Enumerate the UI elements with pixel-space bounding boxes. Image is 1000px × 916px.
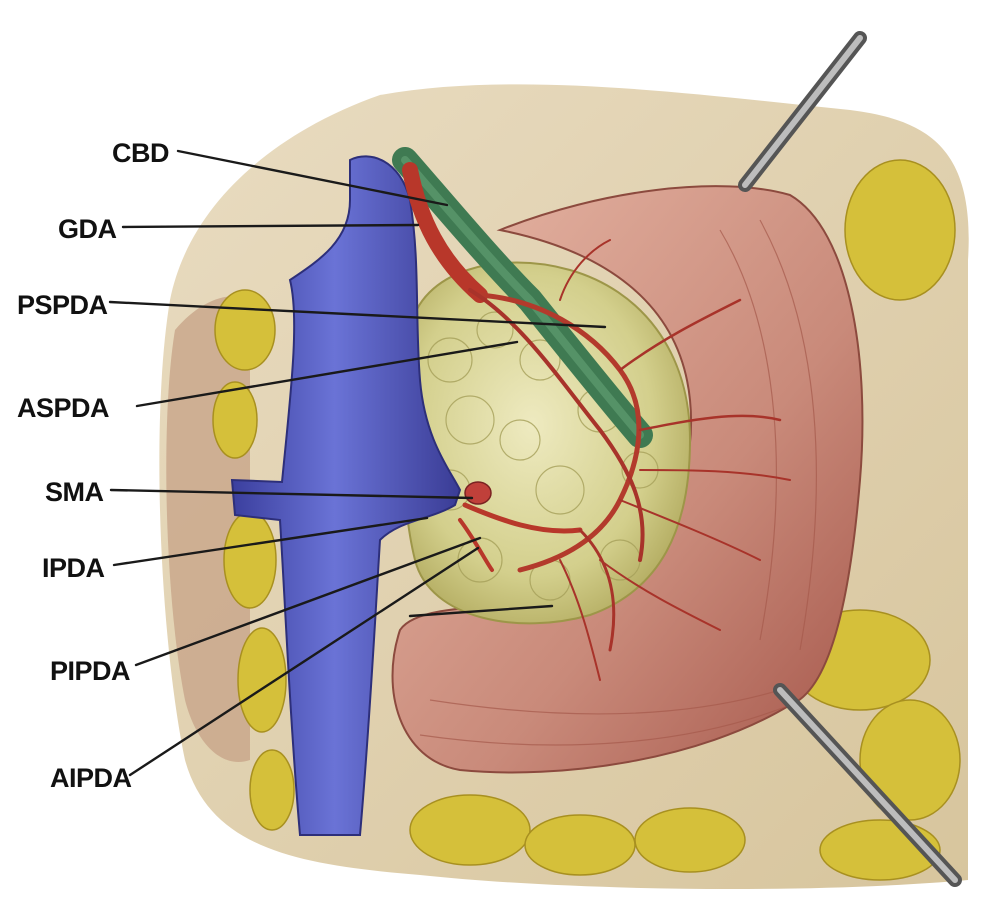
leader-cbd xyxy=(176,149,449,207)
leader-aipda-extra xyxy=(408,604,554,618)
arteries xyxy=(402,162,791,681)
sma-vessel xyxy=(464,481,492,505)
leader-pipda xyxy=(134,536,482,667)
leader-lines xyxy=(108,149,607,777)
label-gda: GDA xyxy=(58,214,117,244)
label-aspda: ASPDA xyxy=(17,393,109,423)
retractors xyxy=(738,31,962,887)
label-sma: SMA xyxy=(45,477,104,507)
label-cbd: CBD xyxy=(112,138,169,168)
label-aipda: AIPDA xyxy=(50,763,132,793)
leader-ipda xyxy=(112,516,429,567)
leader-sma xyxy=(109,488,474,500)
pancreas-head xyxy=(402,261,692,625)
label-pipda: PIPDA xyxy=(50,656,130,686)
leader-gda xyxy=(121,223,420,229)
leader-aspda xyxy=(135,340,519,408)
label-ipda: IPDA xyxy=(42,553,105,583)
label-pspda: PSPDA xyxy=(17,290,108,320)
duodenum-folds xyxy=(419,219,817,746)
fat-tissue xyxy=(212,159,961,881)
leader-pspda xyxy=(108,300,607,329)
structure-labels: CBD GDA PSPDA ASPDA SMA IPDA PIPDA AIPDA xyxy=(17,138,170,793)
leader-aipda xyxy=(128,546,480,777)
